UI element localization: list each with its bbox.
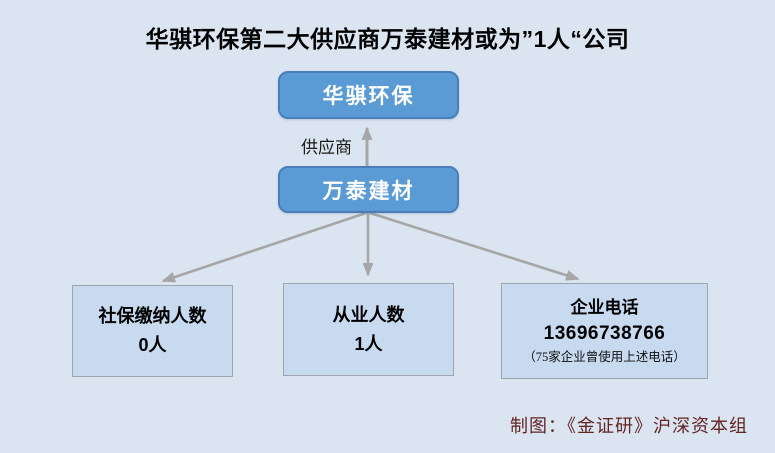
node-parent-company: 华骐环保: [278, 71, 459, 119]
employee-count-label: 从业人数: [332, 304, 405, 325]
employee-count-value: 1人: [354, 333, 383, 354]
company-phone-number: 13696738766: [543, 323, 666, 345]
social-security-label: 社保缴纳人数: [98, 306, 207, 327]
node-parent-company-label: 华骐环保: [322, 85, 415, 108]
node-company-phone: 企业电话 13696738766 （75家企业曾使用上述电话）: [501, 283, 708, 379]
source-caption: 制图：《金证研》沪深资本组: [510, 416, 748, 436]
node-employee-count: 从业人数 1人: [283, 283, 454, 376]
company-phone-label: 企业电话: [570, 297, 639, 317]
node-supplier-company: 万泰建材: [278, 166, 459, 213]
arrow-to-social-security: [161, 211, 367, 283]
edge-label-supplier: 供应商: [301, 138, 352, 157]
social-security-value: 0人: [138, 335, 167, 355]
node-social-security-count: 社保缴纳人数 0人: [72, 285, 233, 377]
diagram-title: 华骐环保第二大供应商万泰建材或为”1人“公司: [145, 26, 630, 52]
arrow-to-phone: [369, 211, 580, 281]
node-supplier-company-label: 万泰建材: [322, 179, 415, 203]
company-phone-note: （75家企业曾使用上述电话）: [523, 349, 686, 364]
